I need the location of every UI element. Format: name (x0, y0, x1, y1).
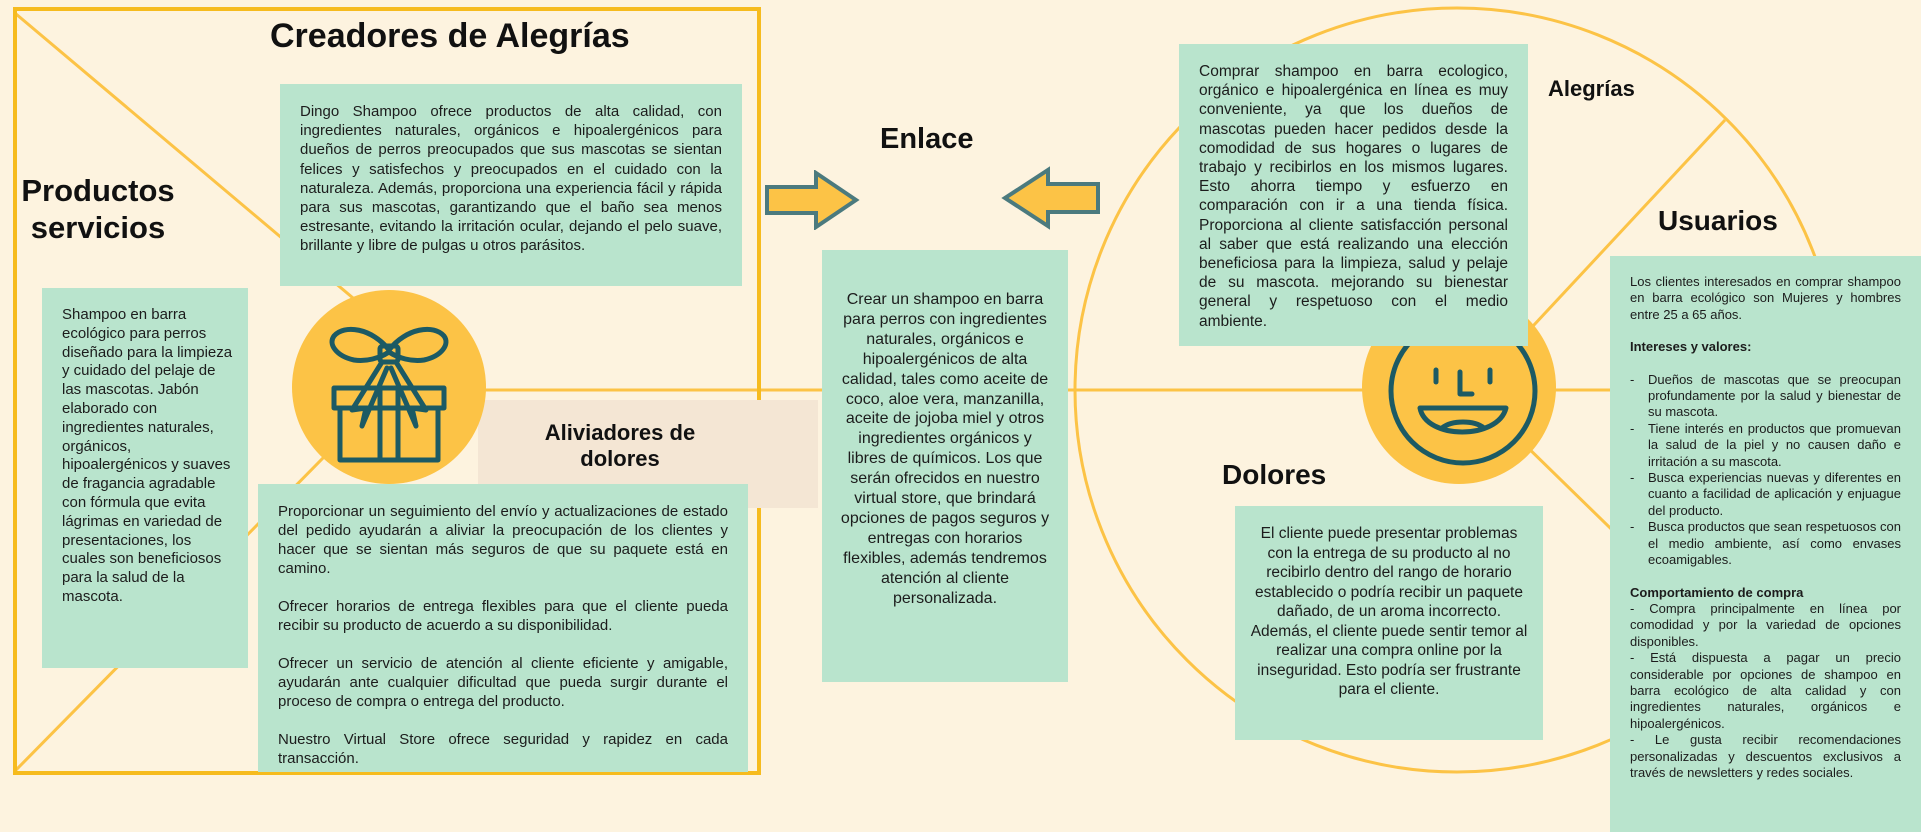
aliviadores-title-line2: dolores (580, 446, 660, 472)
intereses-heading: Intereses y valores: (1630, 339, 1752, 355)
dolores-text: El cliente puede presentar problemas con… (1250, 525, 1528, 698)
enlace-title: Enlace (880, 123, 974, 155)
left-arrow-icon (1001, 166, 1100, 230)
intereses-list: Dueños de mascotas que se preocupan prof… (1630, 372, 1901, 569)
creadores-text: Dingo Shampoo ofrece productos de alta c… (300, 103, 722, 255)
intereses-item: Tiene interés en productos que promuevan… (1630, 421, 1901, 470)
usuarios-intro: Los clientes interesados en comprar sham… (1630, 274, 1901, 322)
comportamiento-item: - Está dispuesta a pagar un precio consi… (1630, 650, 1901, 731)
dolores-box: El cliente puede presentar problemas con… (1235, 506, 1543, 740)
comportamiento-item: - Compra principalmente en línea por com… (1630, 600, 1901, 649)
gift-circle (292, 290, 486, 484)
aliviadores-title-line1: Aliviadores de (544, 420, 696, 445)
gift-icon (329, 326, 449, 463)
right-arrow-icon (765, 170, 860, 230)
intereses-item: Busca productos que sean respetuosos con… (1630, 519, 1901, 568)
alegrias-title: Alegrías (1548, 76, 1635, 101)
productos-title-line1: Productos (21, 173, 175, 208)
productos-title: Productos servicios (18, 172, 178, 246)
aliviadores-title: Aliviadores de dolores (520, 420, 720, 473)
comportamiento-heading: Comportamiento de compra (1630, 584, 1804, 600)
aliviadores-box: Proporcionar un seguimiento del envío y … (258, 484, 748, 772)
usuarios-title: Usuarios (1658, 205, 1778, 236)
intereses-item: Busca experiencias nuevas y diferentes e… (1630, 470, 1901, 519)
aliviadores-p1: Proporcionar un seguimiento del envío y … (278, 503, 728, 577)
aliviadores-p3: Ofrecer un servicio de atención al clien… (278, 655, 728, 710)
intereses-item: Dueños de mascotas que se preocupan prof… (1630, 372, 1901, 421)
comportamiento-item: - Le gusta recibir recomendaciones perso… (1630, 732, 1901, 780)
enlace-box: Crear un shampoo en barra para perros co… (822, 250, 1068, 682)
dolores-title: Dolores (1222, 459, 1327, 490)
productos-title-line2: servicios (30, 210, 166, 246)
creadores-title: Creadores de Alegrías (270, 17, 630, 55)
usuarios-box: Los clientes interesados en comprar sham… (1610, 256, 1921, 832)
aliviadores-p4: Nuestro Virtual Store ofrece seguridad y… (278, 731, 728, 767)
enlace-text: Crear un shampoo en barra para perros co… (840, 291, 1050, 607)
productos-text: Shampoo en barra ecológico para perros d… (62, 306, 233, 605)
alegrias-box: Comprar shampoo en barra ecologico, orgá… (1179, 44, 1528, 346)
productos-box: Shampoo en barra ecológico para perros d… (42, 288, 248, 668)
alegrias-text: Comprar shampoo en barra ecologico, orgá… (1199, 63, 1508, 330)
aliviadores-p2: Ofrecer horarios de entrega flexibles pa… (278, 598, 728, 634)
creadores-box: Dingo Shampoo ofrece productos de alta c… (280, 84, 742, 286)
